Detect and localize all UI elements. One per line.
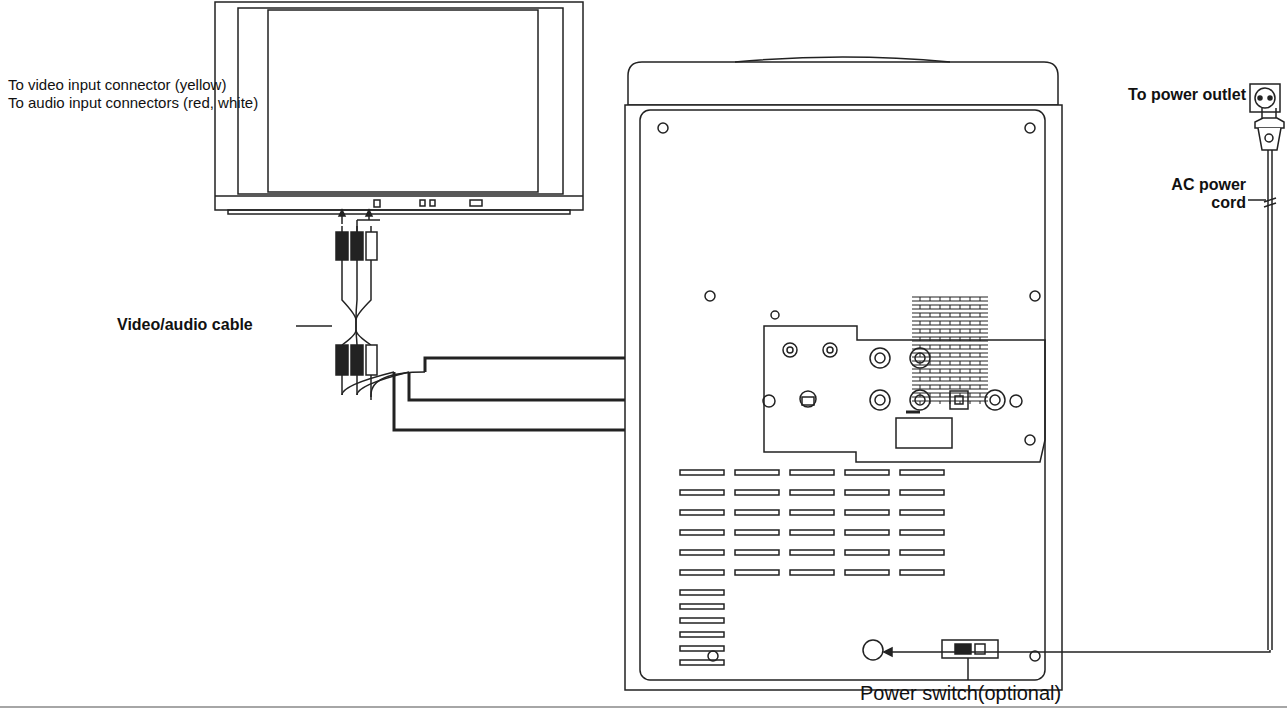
switch-label: Power switch(optional) [860,682,1160,705]
vent-slot [735,550,779,555]
vent-slot [845,530,889,535]
vent-slot [845,490,889,495]
audio-connector-note: To audio input connectors (red, white) [8,94,308,111]
vent-slot [790,570,834,575]
vent-slot [680,590,724,595]
vent-slot [680,646,724,651]
vent-slot [900,470,944,475]
vent-slot [845,570,889,575]
vent-slot [900,570,944,575]
vent-slot [845,550,889,555]
vent-slot [680,618,724,623]
vent-slot [790,510,834,515]
vent-slot [790,550,834,555]
vent-slot [680,550,724,555]
vent-slot [845,510,889,515]
vent-slot [900,490,944,495]
vent-slot [680,632,724,637]
cord-label: AC power cord [1140,176,1246,213]
vent-slot [680,490,724,495]
vent-slot [790,470,834,475]
cable-label: Video/audio cable [117,316,297,334]
vent-slot [735,530,779,535]
dvd-unit-rear [625,57,1062,690]
vent-slot [900,510,944,515]
vent-slot [735,490,779,495]
power-cord [884,84,1284,656]
vent-slot [680,510,724,515]
vent-slot [900,530,944,535]
vent-slot [790,490,834,495]
vent-slot [900,550,944,555]
vent-slot [735,510,779,515]
vent-slot [680,530,724,535]
vent-slot [790,530,834,535]
vent-slot [680,604,724,609]
television [215,2,583,214]
outlet-label: To power outlet [1122,86,1246,104]
vent-slot [680,570,724,575]
vent-slot [680,470,724,475]
vent-slot [735,470,779,475]
vent-slot [680,660,724,665]
vent-slot [735,570,779,575]
video-connector-note: To video input connector (yellow) [8,76,308,93]
vent-slot [845,470,889,475]
